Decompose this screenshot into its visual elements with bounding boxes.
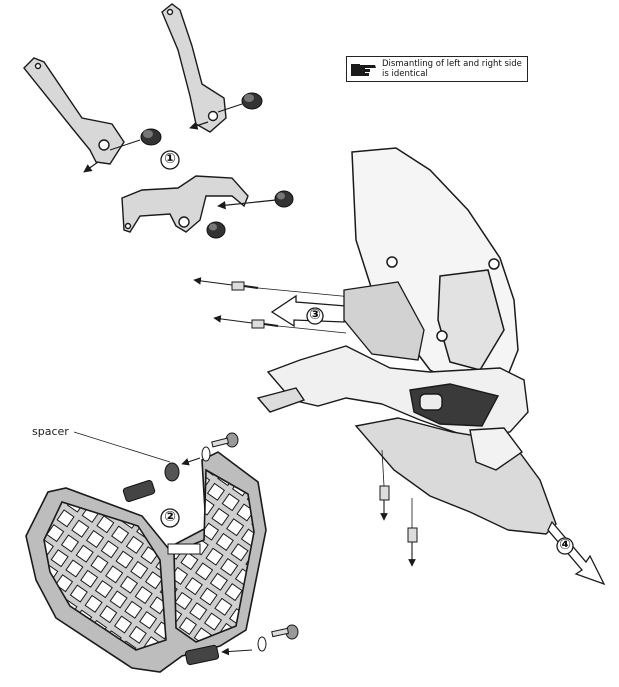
arrow-standoff-lower (221, 647, 253, 656)
middle-bracket (121, 175, 249, 233)
pointing-hand-icon (351, 64, 376, 76)
note-line-1: Dismantling of left and right side (382, 59, 522, 69)
left-bracket (23, 57, 125, 165)
arrow-screw-upper (193, 277, 233, 286)
note-text: Dismantling of left and right side is id… (382, 59, 526, 79)
side-panel (343, 281, 425, 361)
removal-arrow-4 (547, 520, 606, 586)
note-box: Dismantling of left and right side is id… (346, 56, 528, 82)
screw-upper (231, 281, 259, 291)
bolt-lower (271, 624, 299, 640)
standoff-upper (122, 462, 180, 503)
bolt-upper (211, 432, 239, 448)
grommet-middle-bottom (206, 221, 226, 239)
step-4-label: ④ (559, 537, 571, 553)
step-3-marker (306, 307, 324, 325)
windscreen (351, 147, 519, 391)
washer-lower (257, 636, 267, 652)
arrow-middle-bracket (217, 199, 277, 210)
lower-beak (354, 417, 557, 535)
screw-bottom-right (407, 527, 418, 543)
step-1-marker (160, 150, 180, 170)
step-4-marker (556, 537, 574, 555)
spacer-label: spacer (32, 425, 69, 438)
screw-lower (251, 319, 279, 329)
arrow-left-bracket (83, 161, 99, 173)
standoff-lower (184, 644, 220, 666)
grommet-middle-right (274, 190, 294, 208)
step-1-label: ① (164, 151, 176, 167)
fairing-body (256, 345, 529, 437)
step-3-label: ③ (309, 307, 321, 323)
screw-bottom-left (379, 485, 390, 501)
headlight-guard (25, 451, 267, 673)
arrow-screw-lower (213, 315, 253, 324)
step-2-label: ② (164, 509, 176, 525)
right-bracket (161, 3, 227, 133)
arrow-standoff-upper (181, 457, 201, 466)
arrow-right-bracket (189, 121, 209, 130)
rubber-grommet-right (241, 92, 263, 110)
step-2-marker (160, 508, 180, 528)
note-line-2: is identical (382, 69, 428, 79)
rubber-grommet-left (140, 128, 162, 146)
washer-upper (201, 446, 211, 462)
spacer-pointer (73, 431, 171, 463)
